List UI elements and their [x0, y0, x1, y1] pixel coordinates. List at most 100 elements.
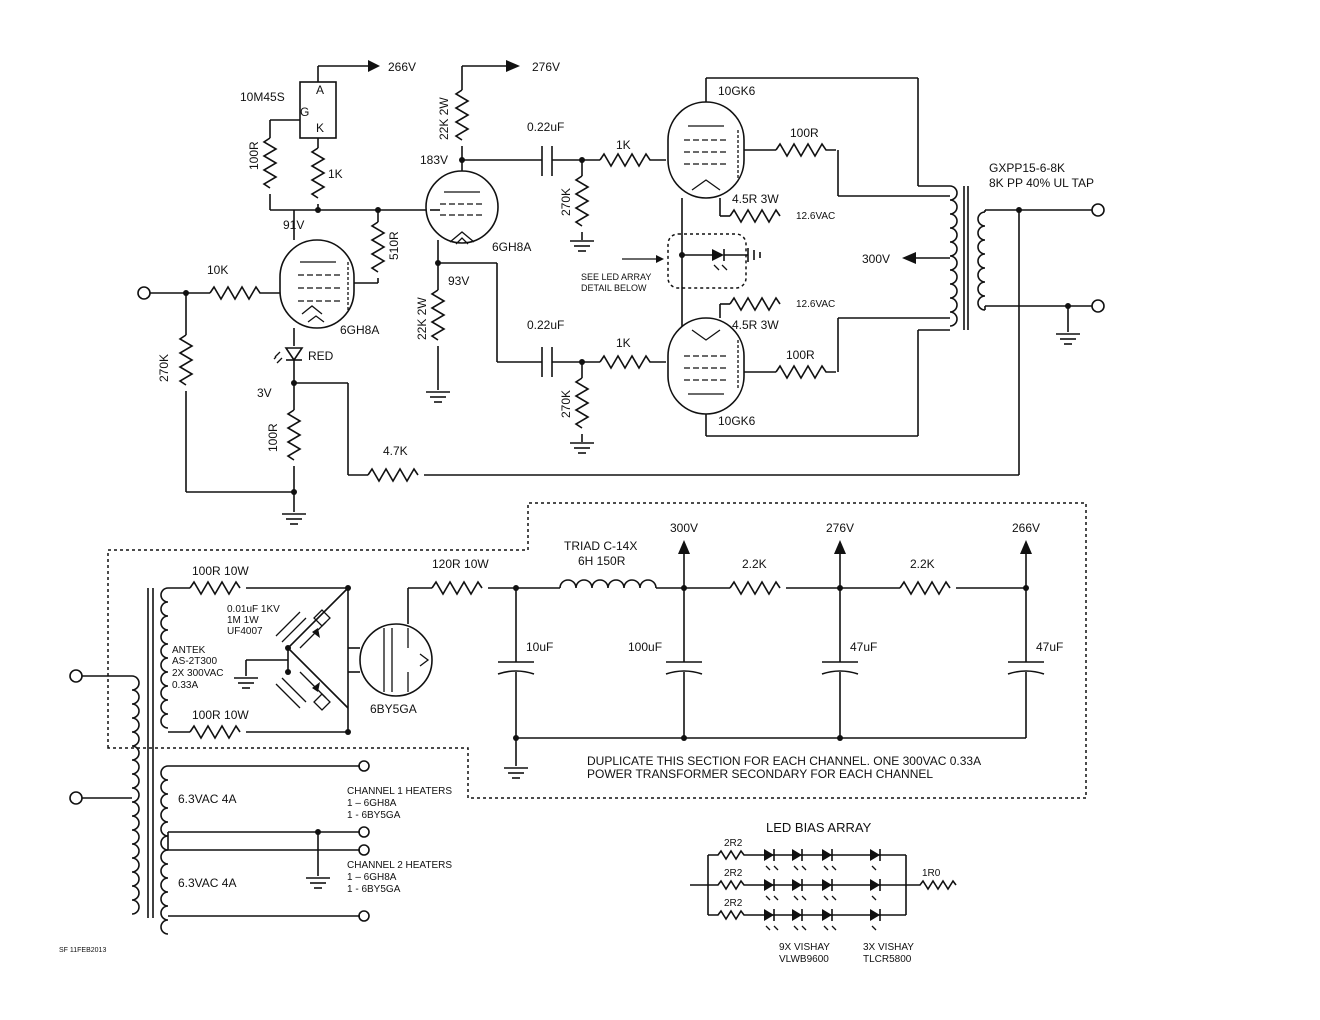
- label-10uf: 10uF: [526, 640, 553, 654]
- label-022uf-top: 0.22uF: [527, 120, 564, 134]
- label-266v-ps: 266V: [1012, 521, 1040, 535]
- label-3v: 3V: [257, 386, 272, 400]
- label-snub-3: UF4007: [227, 626, 263, 637]
- label-1k-bot: 1K: [616, 336, 631, 350]
- label-vishay3-1: 3X VISHAY: [863, 942, 914, 953]
- resistor-45r-bot: [729, 296, 781, 312]
- tube-6by5ga-rectifier: [359, 623, 433, 697]
- label-vishay9-2: VLWB9600: [779, 954, 829, 965]
- resistor-4k7-feedback: [367, 467, 419, 483]
- label-510r: 510R: [387, 231, 401, 260]
- output-transformer: 300V GXPP15-6-8K 8K PP 40% UL TAP: [862, 161, 1105, 475]
- heater-winding-1: [160, 765, 169, 851]
- label-270k-input: 270K: [157, 354, 171, 382]
- label-ch2-3: 1 - 6BY5GA: [347, 884, 401, 895]
- label-10k: 10K: [207, 263, 228, 277]
- label-red: RED: [308, 349, 334, 363]
- label-266v-top: 266V: [388, 60, 416, 74]
- speaker-terminal-hot: [1091, 203, 1105, 217]
- label-100r-g2-top: 100R: [790, 126, 819, 140]
- label-100r-cath: 100R: [266, 423, 280, 452]
- resistor-100r-g2-top: [775, 142, 836, 158]
- label-ch2-2: 1 – 6GH8A: [347, 872, 397, 883]
- label-pt-1: ANTEK: [172, 645, 206, 656]
- label-heater-2: 6.3VAC 4A: [178, 876, 236, 890]
- resistor-270k-top: [574, 175, 590, 227]
- reg-pin-a: A: [316, 83, 324, 97]
- input-stage: 10K 270K 6GH8A RED 3V 100R 4.7K: [137, 210, 1019, 525]
- resistor-22k-plate: [454, 89, 470, 141]
- label-pt-3: 2X 300VAC: [172, 668, 224, 679]
- mains-primary-winding: [131, 675, 140, 915]
- heater-1-terminal-a: [358, 760, 370, 772]
- label-91v: 91V: [283, 218, 304, 232]
- resistor-100r-g2-bot: [775, 364, 836, 380]
- channel-section-boundary: [107, 502, 1087, 799]
- label-126vac-bot: 12.6VAC: [796, 299, 835, 310]
- led-bias-array: LED BIAS ARRAY 2R2 2R2 2R2: [690, 820, 957, 965]
- label-45r-top: 4.5R 3W: [732, 192, 779, 206]
- label-2k2-a: 2.2K: [742, 557, 767, 571]
- label-snub-1: 0.01uF 1KV: [227, 604, 280, 615]
- label-10gk6-top: 10GK6: [718, 84, 756, 98]
- label-22k-cathode: 22K 2W: [415, 297, 429, 340]
- reg-pin-k: K: [316, 121, 324, 135]
- label-tube2: 6GH8A: [492, 240, 531, 254]
- resistor-100r-cathode: [286, 409, 302, 461]
- label-vishay3-2: TLCR5800: [863, 954, 912, 965]
- label-2k2-b: 2.2K: [910, 557, 935, 571]
- resistor-10k-grid: [209, 285, 280, 301]
- label-47uf-a: 47uF: [850, 640, 877, 654]
- label-270k-bot: 270K: [559, 390, 573, 418]
- label-dup-1: DUPLICATE THIS SECTION FOR EACH CHANNEL.…: [587, 754, 981, 768]
- label-signature: SF 11FEB2013: [59, 947, 106, 954]
- label-93v: 93V: [448, 274, 469, 288]
- label-126vac-top: 12.6VAC: [796, 211, 835, 222]
- resistor-120r-10w: [431, 580, 483, 596]
- tube-6gh8a-splitter: [425, 170, 499, 245]
- label-1k-top: 1K: [616, 138, 631, 152]
- label-triad-1: TRIAD C-14X: [564, 539, 637, 553]
- heater-2-terminal-b: [358, 910, 370, 922]
- output-stage: 10GK6 100R 4.5R 3W 12.6VAC SEE LED ARRAY…: [581, 77, 1105, 475]
- label-reg: 10M45S: [240, 90, 285, 104]
- led-array-diode: [712, 249, 724, 261]
- label-4k7: 4.7K: [383, 444, 408, 458]
- label-2r2-a: 2R2: [724, 838, 743, 849]
- label-heater-1: 6.3VAC 4A: [178, 792, 236, 806]
- label-ot-2: 8K PP 40% UL TAP: [989, 176, 1094, 190]
- resistor-270k-bot: [574, 377, 590, 429]
- led-row-top: [764, 849, 880, 861]
- label-led-title: LED BIAS ARRAY: [766, 820, 872, 835]
- resistor-2k2-a: [729, 580, 781, 596]
- led-red: [284, 347, 304, 362]
- resistor-1k-top: [599, 152, 666, 168]
- label-snub-2: 1M 1W: [227, 615, 259, 626]
- label-10gk6-bot: 10GK6: [718, 414, 756, 428]
- resistor-100r-10w-bot: [189, 724, 241, 740]
- label-276v-ps: 276V: [826, 521, 854, 535]
- reg-pin-g: G: [300, 105, 309, 119]
- label-2r2-c: 2R2: [724, 898, 743, 909]
- regulator-10m45s: 266V A G K 10M45S 100R 1K 510R: [240, 60, 430, 284]
- label-022uf-bot: 0.22uF: [527, 318, 564, 332]
- label-100r-reg: 100R: [247, 141, 261, 170]
- heater-2-terminal-a: [358, 844, 370, 856]
- label-ch1-3: 1 - 6BY5GA: [347, 810, 401, 821]
- resistor-270k-input: [178, 334, 194, 386]
- label-100r10w-top: 100R 10W: [192, 564, 249, 578]
- phase-splitter: 276V 22K 2W 183V 6GH8A 93V 22K 2W 0.22uF: [415, 60, 666, 454]
- label-pt-4: 0.33A: [172, 680, 198, 691]
- heater-windings: 6.3VAC 4A 6.3VAC 4A CHANNEL 1 HEATERS 1 …: [160, 760, 452, 935]
- speaker-terminal-gnd: [1091, 299, 1105, 313]
- label-22k-plate: 22K 2W: [437, 97, 451, 140]
- label-led-note-1: SEE LED ARRAY: [581, 272, 651, 282]
- label-100r-g2-bot: 100R: [786, 348, 815, 362]
- resistor-1k-reg: [310, 147, 326, 199]
- label-ch1-1: CHANNEL 1 HEATERS: [347, 786, 452, 797]
- label-led-note-2: DETAIL BELOW: [581, 283, 647, 293]
- label-ch1-2: 1 – 6GH8A: [347, 798, 397, 809]
- heater-winding-2: [160, 849, 169, 935]
- label-1r0: 1R0: [922, 868, 941, 879]
- label-300v-ps: 300V: [670, 521, 698, 535]
